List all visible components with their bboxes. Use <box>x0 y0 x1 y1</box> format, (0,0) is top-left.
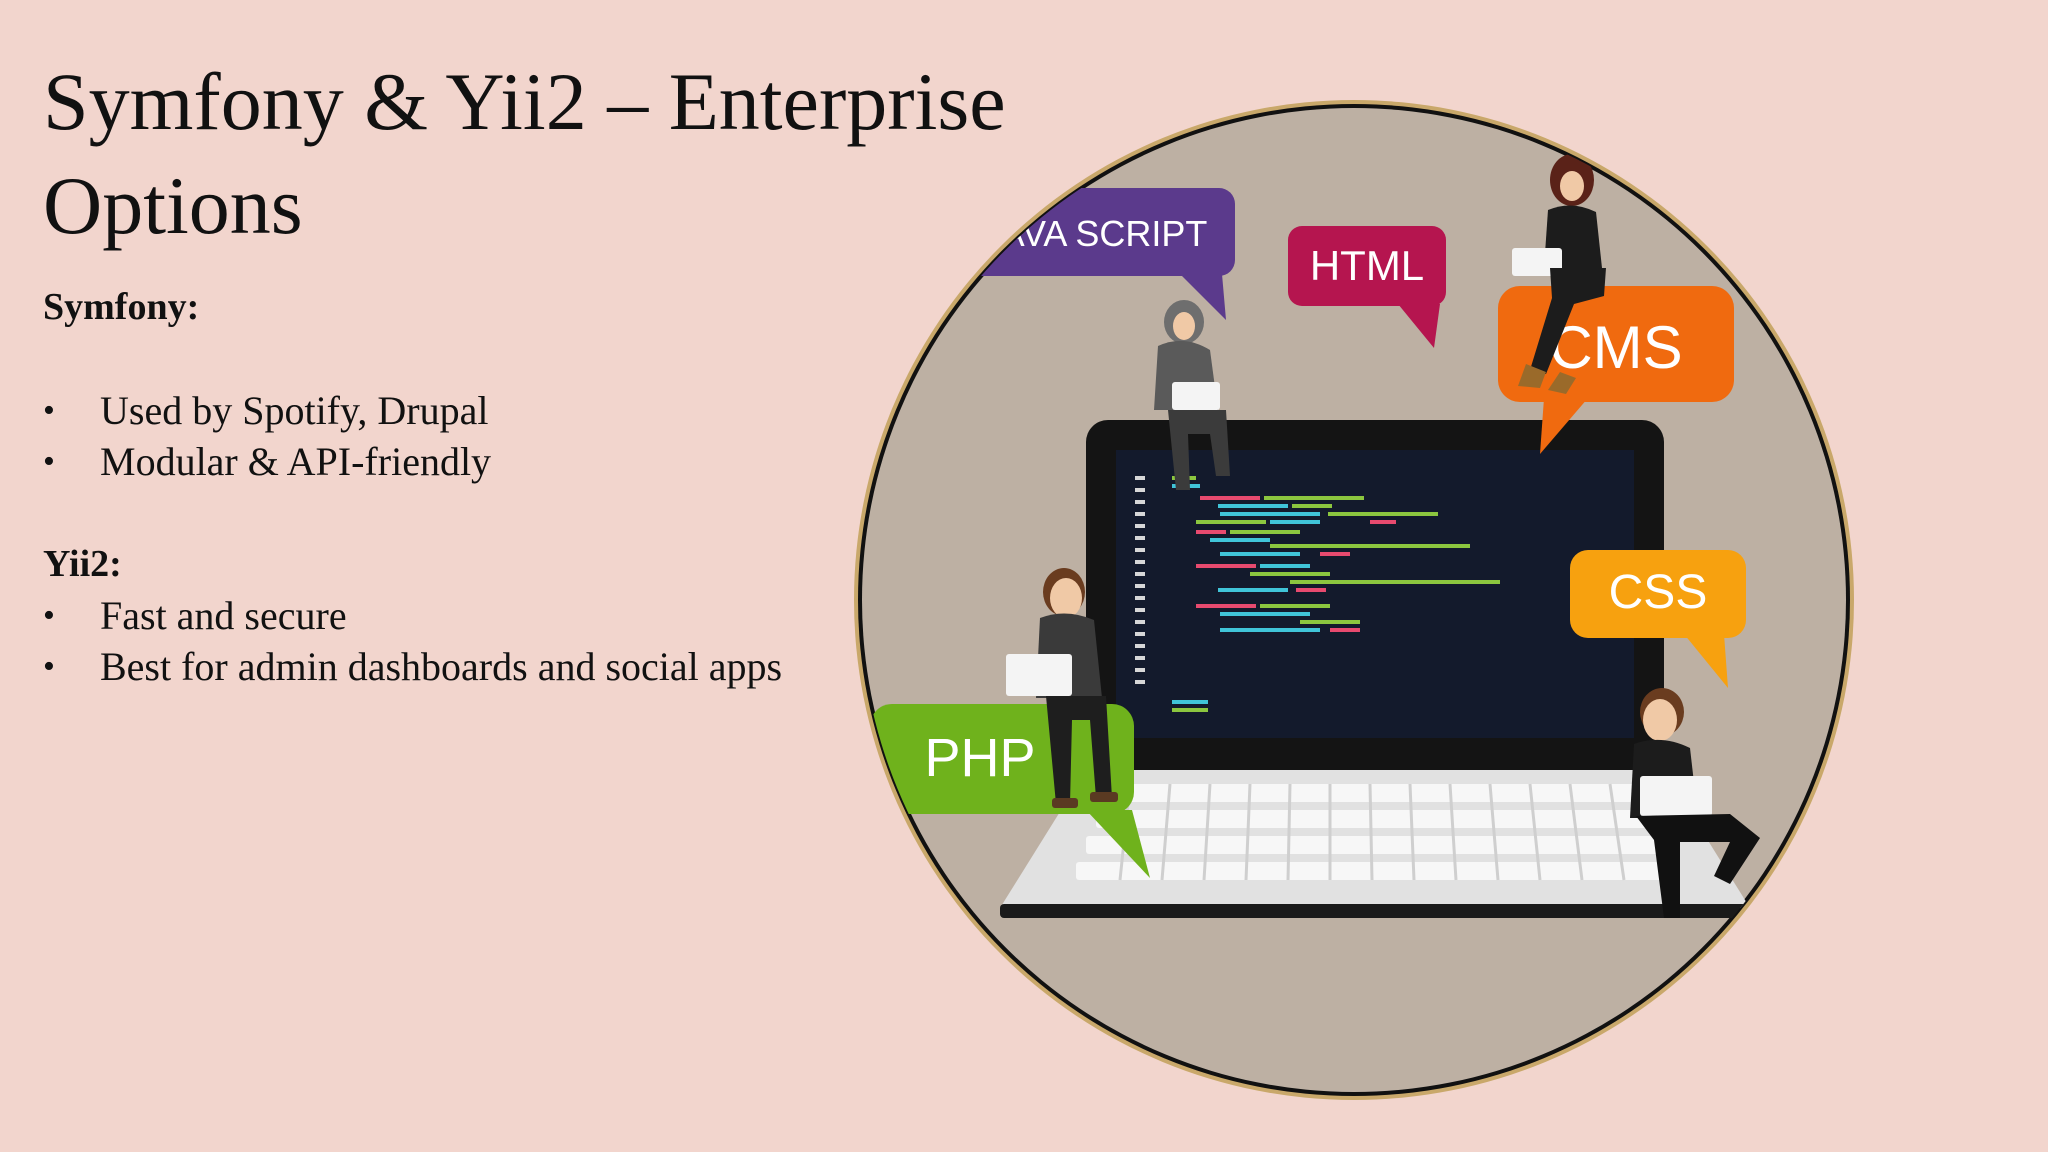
section-heading-symfony: Symfony: <box>43 286 200 328</box>
list-item: • Used by Spotify, Drupal <box>43 385 803 436</box>
symfony-bullet-list: • Used by Spotify, Drupal • Modular & AP… <box>43 385 803 487</box>
developer-figure-man-right <box>1630 688 1760 918</box>
css-bubble-label: CSS <box>1609 566 1708 619</box>
slide-title: Symfony & Yii2 – Enterprise Options <box>43 56 1006 251</box>
bullet-text: Fast and secure <box>100 593 347 638</box>
bullet-icon: • <box>43 392 55 429</box>
laptop-screen <box>1086 420 1664 772</box>
developer-figure-man-left <box>1006 568 1118 808</box>
css-bubble: CSS <box>1570 550 1746 688</box>
html-bubble: HTML <box>1288 226 1446 348</box>
list-item: • Fast and secure <box>43 590 803 641</box>
list-item: • Best for admin dashboards and social a… <box>43 641 803 692</box>
html-bubble-label: HTML <box>1310 242 1424 289</box>
bullet-text: Modular & API-friendly <box>100 439 492 484</box>
cms-bubble: CMS <box>1498 286 1734 454</box>
bullet-text: Used by Spotify, Drupal <box>100 388 489 433</box>
bullet-icon: • <box>43 648 55 685</box>
bullet-icon: • <box>43 443 55 480</box>
developer-figure-woman <box>1512 154 1606 394</box>
php-bubble-label: PHP <box>924 728 1035 788</box>
bullet-text: Best for admin dashboards and social app… <box>100 644 783 689</box>
laptop-keyboard <box>1000 770 1750 918</box>
developer-figure-hijab <box>1154 300 1230 490</box>
list-item: • Modular & API-friendly <box>43 436 803 487</box>
section-heading-yii2: Yii2: <box>43 543 122 585</box>
slide-body: Symfony: • Used by Spotify, Drupal • Mod… <box>43 282 803 692</box>
bullet-icon: • <box>43 597 55 634</box>
yii2-bullet-list: • Fast and secure • Best for admin dashb… <box>43 590 803 692</box>
code-lines <box>1172 476 1500 712</box>
developers-laptop-illustration: AVA SCRIPT <box>854 100 1854 1100</box>
cms-bubble-label: CMS <box>1549 314 1682 381</box>
